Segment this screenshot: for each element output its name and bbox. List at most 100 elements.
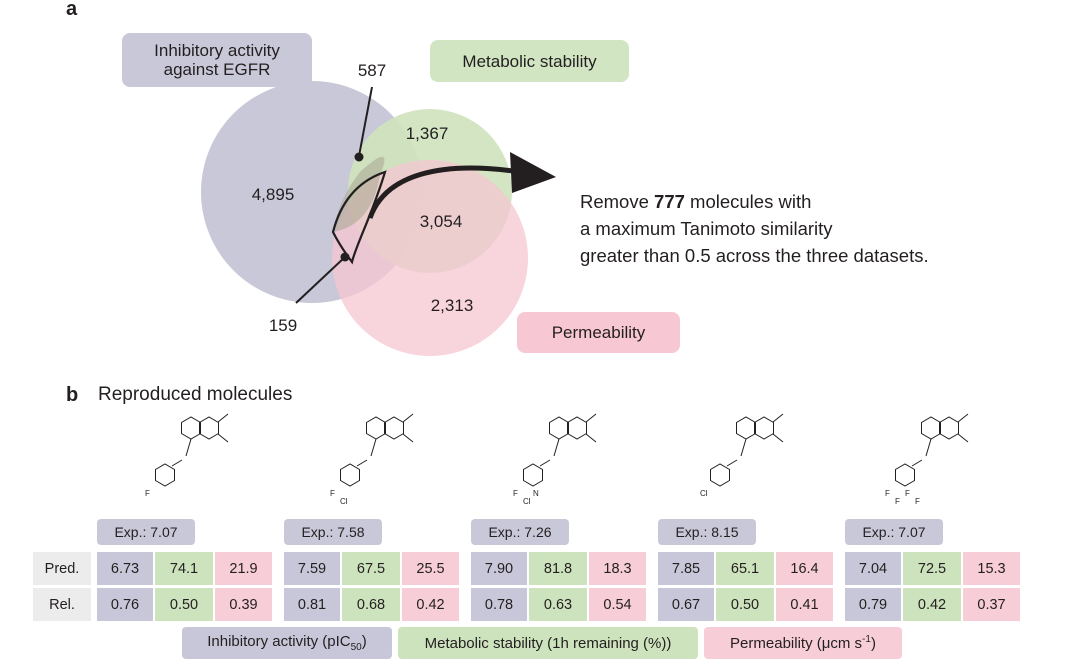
bond-2-3 [402, 413, 414, 423]
row-label-rel: Rel. [33, 588, 91, 621]
rel-cell-2-2: 0.68 [342, 588, 400, 621]
panel-b-letter: b [66, 384, 79, 406]
ring-1-3 [155, 463, 175, 487]
substituent-label-2-1: F [330, 489, 335, 498]
substituent-label-3-1: F [513, 489, 518, 498]
bond-5-4 [957, 433, 969, 443]
ring-3-2 [567, 416, 587, 440]
substituent-label-5-1: F [885, 489, 890, 498]
substituent-label-4-1: Cl [700, 489, 708, 498]
row-label-pred: Pred. [33, 552, 91, 585]
label-metabolic: Metabolic stability [430, 40, 629, 82]
bond-1-4 [217, 433, 229, 443]
pred-cell-5-2: 72.5 [903, 552, 961, 585]
substituent-label-3-2: Cl [523, 497, 531, 506]
pred-cell-1-3: 21.9 [215, 552, 272, 585]
label-egfr-text: Inhibitory activity against EGFR [154, 41, 280, 79]
rel-cell-2-1: 0.81 [284, 588, 340, 621]
ring-3-1 [549, 416, 569, 440]
bond-4-2 [726, 459, 738, 467]
pred-cell-3-2: 81.8 [529, 552, 587, 585]
bond-3-1 [553, 438, 560, 457]
rel-cell-4-1: 0.67 [658, 588, 714, 621]
remove-line-2: a maximum Tanimoto similarity [580, 218, 833, 239]
ring-5-2 [939, 416, 959, 440]
rel-cell-1-1: 0.76 [97, 588, 153, 621]
rel-cell-3-2: 0.63 [529, 588, 587, 621]
ring-2-3 [340, 463, 360, 487]
substituent-label-5-4: F [915, 497, 920, 506]
substituent-label-5-3: F [905, 489, 910, 498]
exp-badge-2: Exp.: 7.58 [284, 519, 382, 545]
ring-2-1 [366, 416, 386, 440]
legend-permeability: Permeability (μcm s-1) [704, 627, 902, 659]
legend-metabolic-text: Metabolic stability (1h remaining (%)) [424, 634, 672, 652]
ring-1-1 [181, 416, 201, 440]
leader-159-dot [340, 252, 350, 262]
remove-line-1: Remove 777 molecules with [580, 191, 812, 212]
pred-cell-2-2: 67.5 [342, 552, 400, 585]
pred-cell-5-3: 15.3 [963, 552, 1020, 585]
bond-4-4 [772, 433, 784, 443]
molecule-structure-4: Cl [700, 413, 784, 498]
rel-cell-5-2: 0.42 [903, 588, 961, 621]
molecule-structure-1: F [145, 413, 229, 498]
bond-2-1 [370, 438, 377, 457]
bond-4-3 [772, 413, 784, 423]
molecule-structure-2: FCl [330, 413, 414, 506]
pred-cell-3-1: 7.90 [471, 552, 527, 585]
rel-cell-1-3: 0.39 [215, 588, 272, 621]
legend-permeability-text: Permeability (μcm s-1) [730, 634, 876, 652]
ring-3-3 [523, 463, 543, 487]
count-egfr-only: 4,895 [251, 185, 295, 204]
bond-5-3 [957, 413, 969, 423]
legend-inhibitory: Inhibitory activity (pIC50) [182, 627, 392, 659]
ring-1-2 [199, 416, 219, 440]
pred-cell-4-1: 7.85 [658, 552, 714, 585]
substituent-label-1-1: F [145, 489, 150, 498]
pred-cell-2-3: 25.5 [402, 552, 459, 585]
rel-cell-5-3: 0.37 [963, 588, 1020, 621]
count-egfr-metabolic: 587 [357, 61, 387, 80]
bond-5-2 [911, 459, 923, 467]
rel-cell-4-2: 0.50 [716, 588, 774, 621]
venn-diagram [201, 81, 556, 356]
pred-cell-4-2: 65.1 [716, 552, 774, 585]
count-egfr-permeability: 159 [268, 316, 298, 335]
ring-2-2 [384, 416, 404, 440]
legend-metabolic: Metabolic stability (1h remaining (%)) [398, 627, 698, 659]
pred-cell-2-1: 7.59 [284, 552, 340, 585]
panel-b-title: Reproduced molecules [98, 384, 293, 405]
overlap-region [333, 156, 385, 232]
count-metabolic-only: 1,367 [405, 124, 449, 143]
substituent-label-5-2: F [895, 497, 900, 506]
ring-4-3 [710, 463, 730, 487]
pred-cell-5-1: 7.04 [845, 552, 901, 585]
exp-badge-3: Exp.: 7.26 [471, 519, 569, 545]
leader-159 [295, 256, 346, 304]
ring-5-1 [921, 416, 941, 440]
permeability-circle [332, 160, 528, 356]
panel-a-letter: a [66, 0, 78, 20]
rel-cell-4-3: 0.41 [776, 588, 833, 621]
bond-5-1 [925, 438, 932, 457]
legend-inhibitory-text: Inhibitory activity (pIC50) [207, 633, 367, 653]
bond-4-1 [740, 438, 747, 457]
rel-cell-2-3: 0.42 [402, 588, 459, 621]
bond-2-2 [356, 459, 368, 467]
count-permeability-only: 2,313 [430, 296, 474, 315]
pred-cell-1-1: 6.73 [97, 552, 153, 585]
rel-cell-1-2: 0.50 [155, 588, 213, 621]
overlap-outline [331, 170, 387, 265]
count-metabolic-permeability: 3,054 [419, 212, 463, 231]
label-egfr: Inhibitory activity against EGFR [122, 33, 312, 87]
bond-1-2 [171, 459, 183, 467]
ring-5-3 [895, 463, 915, 487]
remove-description: Remove 777 molecules with a maximum Tani… [580, 188, 929, 269]
ring-4-1 [736, 416, 756, 440]
rel-cell-5-1: 0.79 [845, 588, 901, 621]
leader-587-dot [354, 152, 364, 162]
